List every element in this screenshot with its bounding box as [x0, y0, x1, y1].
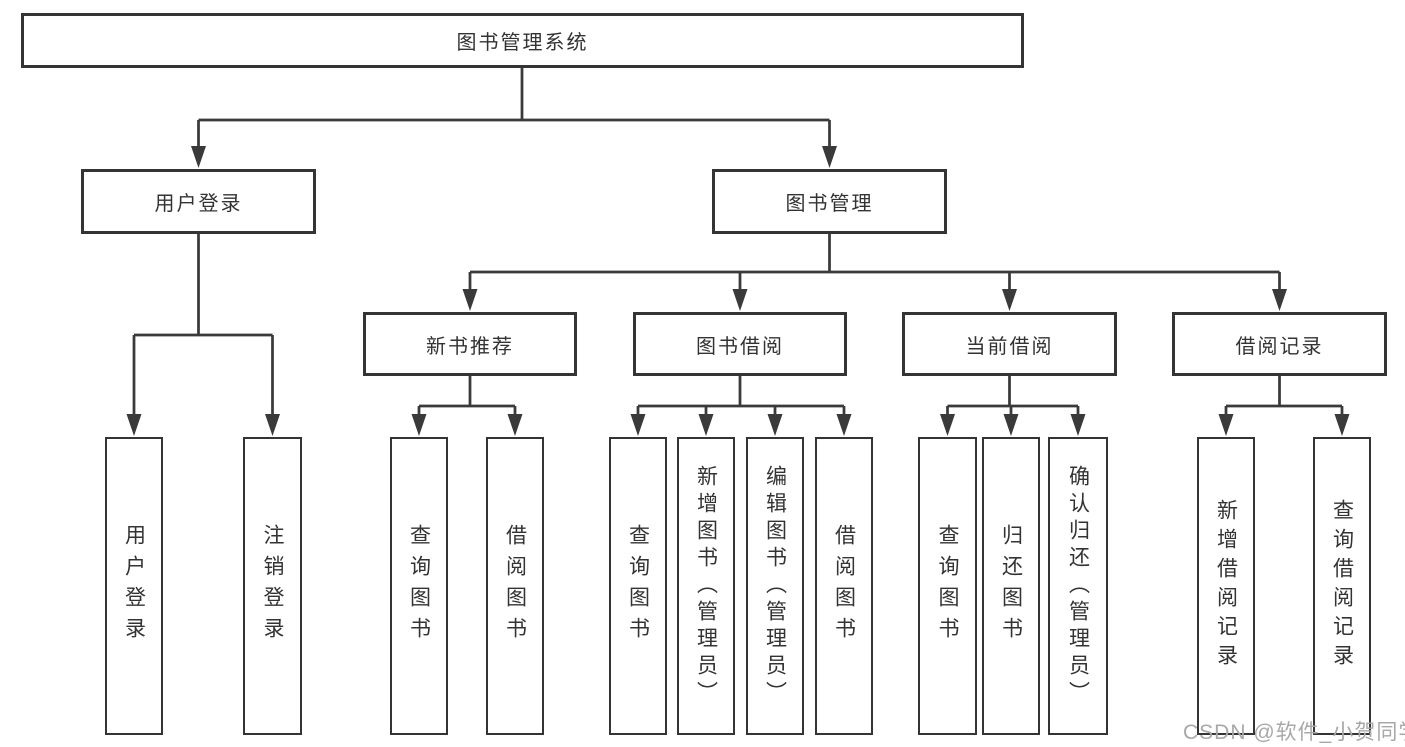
- node-label: 用户登录: [154, 193, 243, 215]
- node-label: 编辑图书（管理员）: [763, 464, 787, 708]
- node-label: 新书推荐: [426, 335, 514, 358]
- leaf-logout: 注销登录: [243, 437, 302, 735]
- connector-line: [197, 68, 831, 148]
- leaf-current-confirm-return-admin: 确认归还（管理员）: [1048, 437, 1108, 735]
- connector-userlogin-to-leaves: [126, 234, 280, 436]
- arrowhead: [126, 414, 280, 436]
- node-label: 图书借阅: [696, 335, 784, 358]
- node-label: 当前借阅: [965, 335, 1054, 358]
- connector-borrowing-to-leaves: [630, 376, 852, 436]
- leaf-current-query-books: 查询图书: [918, 437, 977, 735]
- node-label: 新增借阅记录: [1214, 499, 1238, 673]
- connector-bookmgmt-to-level3: [462, 234, 1287, 311]
- node-label: 借阅图书: [503, 524, 527, 648]
- connector-current-to-leaves: [940, 376, 1086, 436]
- connector-line: [946, 376, 1080, 416]
- node-new-book-recommend: 新书推荐: [363, 312, 577, 376]
- node-label: 查询借阅记录: [1330, 499, 1354, 673]
- node-label: 用户登录: [122, 524, 146, 648]
- leaf-records-query-record: 查询借阅记录: [1313, 437, 1371, 735]
- leaf-borrowing-add-books-admin: 新增图书（管理员）: [677, 437, 735, 735]
- node-label: 查询图书: [936, 524, 959, 648]
- leaf-borrowing-borrow-books: 借阅图书: [815, 437, 873, 735]
- leaf-recommend-query-books: 查询图书: [390, 437, 448, 735]
- leaf-borrowing-query-books: 查询图书: [609, 437, 667, 735]
- arrowhead: [940, 414, 1086, 436]
- node-book-management: 图书管理: [712, 169, 947, 234]
- node-label: 新增图书（管理员）: [694, 464, 718, 708]
- node-book-borrowing: 图书借阅: [633, 312, 847, 376]
- node-label: 查询图书: [407, 524, 431, 648]
- node-user-login: 用户登录: [81, 169, 316, 234]
- connector-recommend-to-leaves: [411, 376, 523, 436]
- node-label: 归还图书: [999, 524, 1023, 648]
- leaf-records-add-record: 新增借阅记录: [1197, 437, 1255, 735]
- node-root-library-management-system: 图书管理系统: [21, 13, 1024, 68]
- arrowhead: [191, 146, 837, 168]
- arrowhead: [411, 414, 523, 436]
- connector-line: [636, 376, 846, 416]
- leaf-user-login: 用户登录: [105, 437, 163, 735]
- csdn-watermark: CSDN @软件_小贺同学: [1183, 721, 1405, 744]
- node-label: 借阅记录: [1235, 335, 1324, 358]
- node-label: 图书管理系统: [456, 32, 589, 54]
- leaf-recommend-borrow-books: 借阅图书: [486, 437, 544, 735]
- arrowhead: [462, 289, 1287, 311]
- connector-line: [1224, 376, 1344, 416]
- node-label: 借阅图书: [832, 524, 856, 648]
- arrowhead: [1218, 414, 1350, 436]
- node-label: 注销登录: [261, 524, 284, 648]
- node-current-borrowing: 当前借阅: [902, 312, 1117, 376]
- arrowhead: [630, 414, 852, 436]
- node-label: 查询图书: [626, 524, 650, 648]
- connector-line: [417, 376, 517, 416]
- node-label: 确认归还（管理员）: [1066, 464, 1090, 708]
- leaf-current-return-books: 归还图书: [982, 437, 1040, 735]
- connector-records-to-leaves: [1218, 376, 1350, 436]
- node-label: 图书管理: [785, 193, 874, 215]
- connector-root-to-level2: [191, 68, 837, 168]
- node-borrowing-records: 借阅记录: [1172, 312, 1387, 376]
- connector-line: [468, 234, 1281, 291]
- connector-line: [132, 234, 274, 416]
- leaf-borrowing-edit-books-admin: 编辑图书（管理员）: [746, 437, 804, 735]
